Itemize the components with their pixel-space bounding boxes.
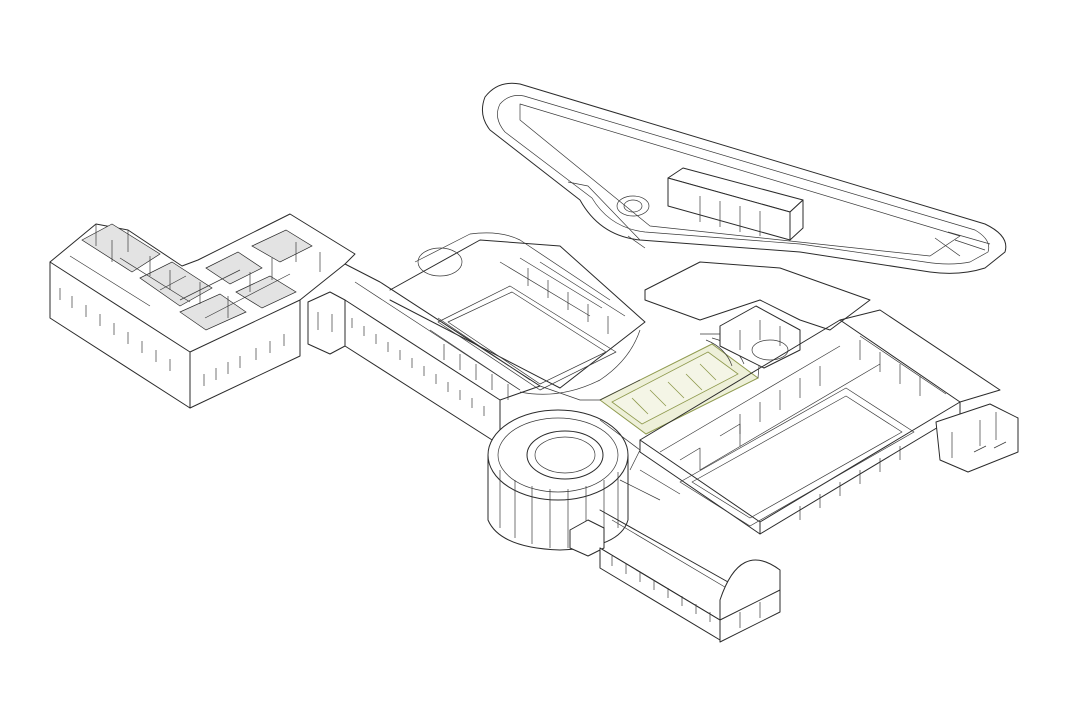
gallery-wing (344, 263, 541, 446)
connecting-walkways (539, 379, 681, 501)
lower-gallery-wing (599, 509, 781, 643)
right-courtyard-building (639, 309, 1019, 535)
rotunda (487, 409, 629, 557)
central-stair-hall (599, 333, 761, 435)
left-wing-windows (59, 288, 285, 386)
rear-central-block (644, 261, 871, 369)
shaded-floor-plates (81, 223, 313, 331)
upper-pavilion-canopy (481, 82, 1007, 274)
left-courtyard-building (389, 232, 646, 400)
left-wing (49, 213, 356, 409)
